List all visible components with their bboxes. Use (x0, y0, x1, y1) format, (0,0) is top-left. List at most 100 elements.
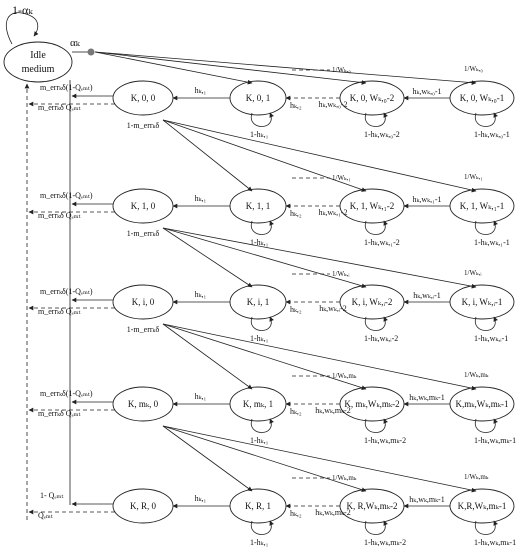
row-rowi: K, i, 0 K, i, 1 K, i, Wₖ,ᵢ-2 K, i, Wₖ,ᵢ-1 hₖ… (28, 227, 515, 343)
self-loop-label: 1-hₖ,wₖ,mₖ-1 (474, 538, 516, 547)
edge-entry (162, 323, 253, 390)
h2-label: hₖ,₂ (290, 305, 302, 314)
state-label: K, R, 0 (130, 501, 157, 511)
h2-label: hₖ,₂ (290, 509, 302, 518)
self-loop (364, 520, 388, 535)
err-drop-label: Qₑₘₜ (38, 511, 53, 520)
left-rails (24, 80, 71, 520)
row-rowR: K, R, 0 K, R, 1 K, R,Wₖ,mₖ-2 K,R,Wₖ,mₖ-1 hₖ,… (28, 425, 516, 547)
back-label: hₖ,wₖ,ᵢ-1 (413, 291, 441, 300)
fork-dot (87, 48, 95, 56)
back-label: hₖ,wₖ,mₖ-1 (409, 495, 444, 504)
h1-label: hₖ,₁ (195, 194, 207, 203)
idle-label-line1: Idle (30, 50, 46, 61)
h2-label: hₖ,₂ (290, 407, 302, 416)
state-label: K,R,Wₖ,mₖ-1 (458, 501, 507, 511)
w-label: 1/Wₖ,₁ (332, 174, 351, 182)
err-drop-label: m_errₖδ Qₑₘₜ (38, 409, 81, 418)
self-loop (250, 220, 274, 235)
back-label: hₖ,wₖ,ᵢ-2 (319, 304, 347, 313)
self-loop (364, 418, 388, 433)
idle-self-loop-label: 1-αₖ (12, 3, 33, 17)
self-loop-label: 1-hₖ,₁ (250, 130, 269, 139)
state-label: K, R, 1 (245, 501, 271, 511)
w-label: 1/Wₖ,₀ (464, 65, 483, 73)
err-fail-label: 1- Qₑₘₜ (40, 491, 63, 500)
err-drop-label: m_errₖδ Qₑₘₜ (38, 103, 81, 112)
state-label: K, 1, Wₖ,₁-2 (350, 201, 395, 211)
state-label: K, i, Wₖ,ᵢ-2 (352, 297, 393, 307)
self-loop-label: 1-hₖ,₁ (250, 538, 269, 547)
w-label: 1/Wₖ,₀ (332, 66, 351, 74)
back-label: hₖ,wₖ,₁-1 (412, 195, 441, 204)
self-loop (474, 112, 498, 127)
self-loop-label: 1-hₖ,₁ (250, 334, 269, 343)
err-drop-label: m_errₖδ Qₑₘₜ (38, 211, 81, 220)
back-label: hₖ,wₖ,₀-2 (318, 100, 347, 109)
success-label: 1-m_errₖδ (127, 229, 160, 238)
back-label: hₖ,wₖ,₀-1 (412, 87, 441, 96)
state-label: K, 1, Wₖ,₁-1 (460, 201, 505, 211)
err-fail-label: m_errₖδ(1-Qₑₘₜ) (40, 389, 93, 398)
edge-entry (162, 323, 367, 390)
edge-entry (94, 51, 477, 86)
state-label: K, 0, Wₖ,₀-2 (350, 93, 395, 103)
edge-entry (162, 119, 253, 192)
back-label: hₖ,wₖ,mₖ-2 (315, 508, 350, 517)
idle-state: 1-αₖ Idle medium αₖ (3, 3, 95, 83)
edge-entry (162, 227, 367, 289)
idle-label-line2: medium (22, 64, 55, 75)
self-loop-label: 1-hₖ,wₖ,₁-1 (474, 238, 510, 247)
state-label: K, 1, 0 (131, 201, 156, 211)
self-loop (474, 316, 498, 331)
w-label: 1/Wₖ,mₖ (332, 474, 357, 482)
back-label: hₖ,wₖ,mₖ-1 (409, 393, 444, 402)
state-label: K, mₖ, 1 (243, 399, 273, 409)
success-label: 1-m_errₖδ (127, 325, 160, 334)
w-label: 1/Wₖ,mₖ (464, 371, 489, 379)
self-loop (364, 220, 388, 235)
state-label: K, i, 1 (247, 297, 270, 307)
success-label: 1-m_errₖδ (127, 121, 160, 130)
self-loop-label: 1-hₖ,wₖ,ᵢ-2 (364, 334, 398, 343)
w-label: 1/Wₖ,mₖ (464, 473, 489, 481)
h2-label: hₖ,₂ (290, 209, 302, 218)
state-label: K, R,Wₖ,mₖ-2 (346, 501, 397, 511)
row-row0: K, 0, 0 K, 0, 1 K, 0, Wₖ,₀-2 K, 0, Wₖ,₀-1 hₖ… (28, 51, 515, 139)
self-loop-label: 1-hₖ,wₖ,ᵢ-1 (474, 334, 508, 343)
edge-entry (162, 425, 367, 492)
edge-entry (94, 51, 367, 85)
state-label: K, 0, 1 (246, 93, 271, 103)
self-loop (364, 316, 388, 331)
edge-entry (162, 323, 477, 391)
state-label: K, i, 0 (132, 297, 155, 307)
self-loop (250, 418, 274, 433)
state-label: K, 0, 0 (131, 93, 156, 103)
back-label: hₖ,wₖ,₁-2 (318, 208, 347, 217)
self-loop (250, 316, 274, 331)
edge-entry (162, 119, 367, 192)
self-loop-label: 1-hₖ,wₖ,₀-1 (474, 130, 510, 139)
self-loop (250, 112, 274, 127)
self-loop-label: 1-hₖ,₁ (250, 436, 269, 445)
self-loop (474, 418, 498, 433)
state-label: K, i, Wₖ,ᵢ-1 (462, 297, 503, 307)
self-loop (250, 520, 274, 535)
back-label: hₖ,wₖ,mₖ-2 (315, 406, 350, 415)
self-loop-label: 1-hₖ,wₖ,mₖ-1 (474, 436, 516, 445)
state-label: K,mₖ,Wₖ,mₖ-1 (455, 399, 508, 409)
state-label: K, mₖ, 0 (128, 399, 159, 409)
self-loop-label: 1-hₖ,wₖ,mₖ-2 (364, 538, 406, 547)
w-label: 1/Wₖ,₁ (464, 173, 483, 181)
self-loop (474, 220, 498, 235)
self-loop-label: 1-hₖ,₁ (250, 238, 269, 247)
rows-layer: K, 0, 0 K, 0, 1 K, 0, Wₖ,₀-2 K, 0, Wₖ,₀-1 hₖ… (28, 51, 516, 547)
state-label: K, 0, Wₖ,₀-1 (460, 93, 505, 103)
self-loop-label: 1-hₖ,wₖ,₀-2 (364, 130, 400, 139)
w-label: 1/Wₖ,mₖ (332, 372, 357, 380)
h1-label: hₖ,₁ (195, 86, 207, 95)
w-label: 1/Wₖ,ᵢ (464, 269, 482, 277)
